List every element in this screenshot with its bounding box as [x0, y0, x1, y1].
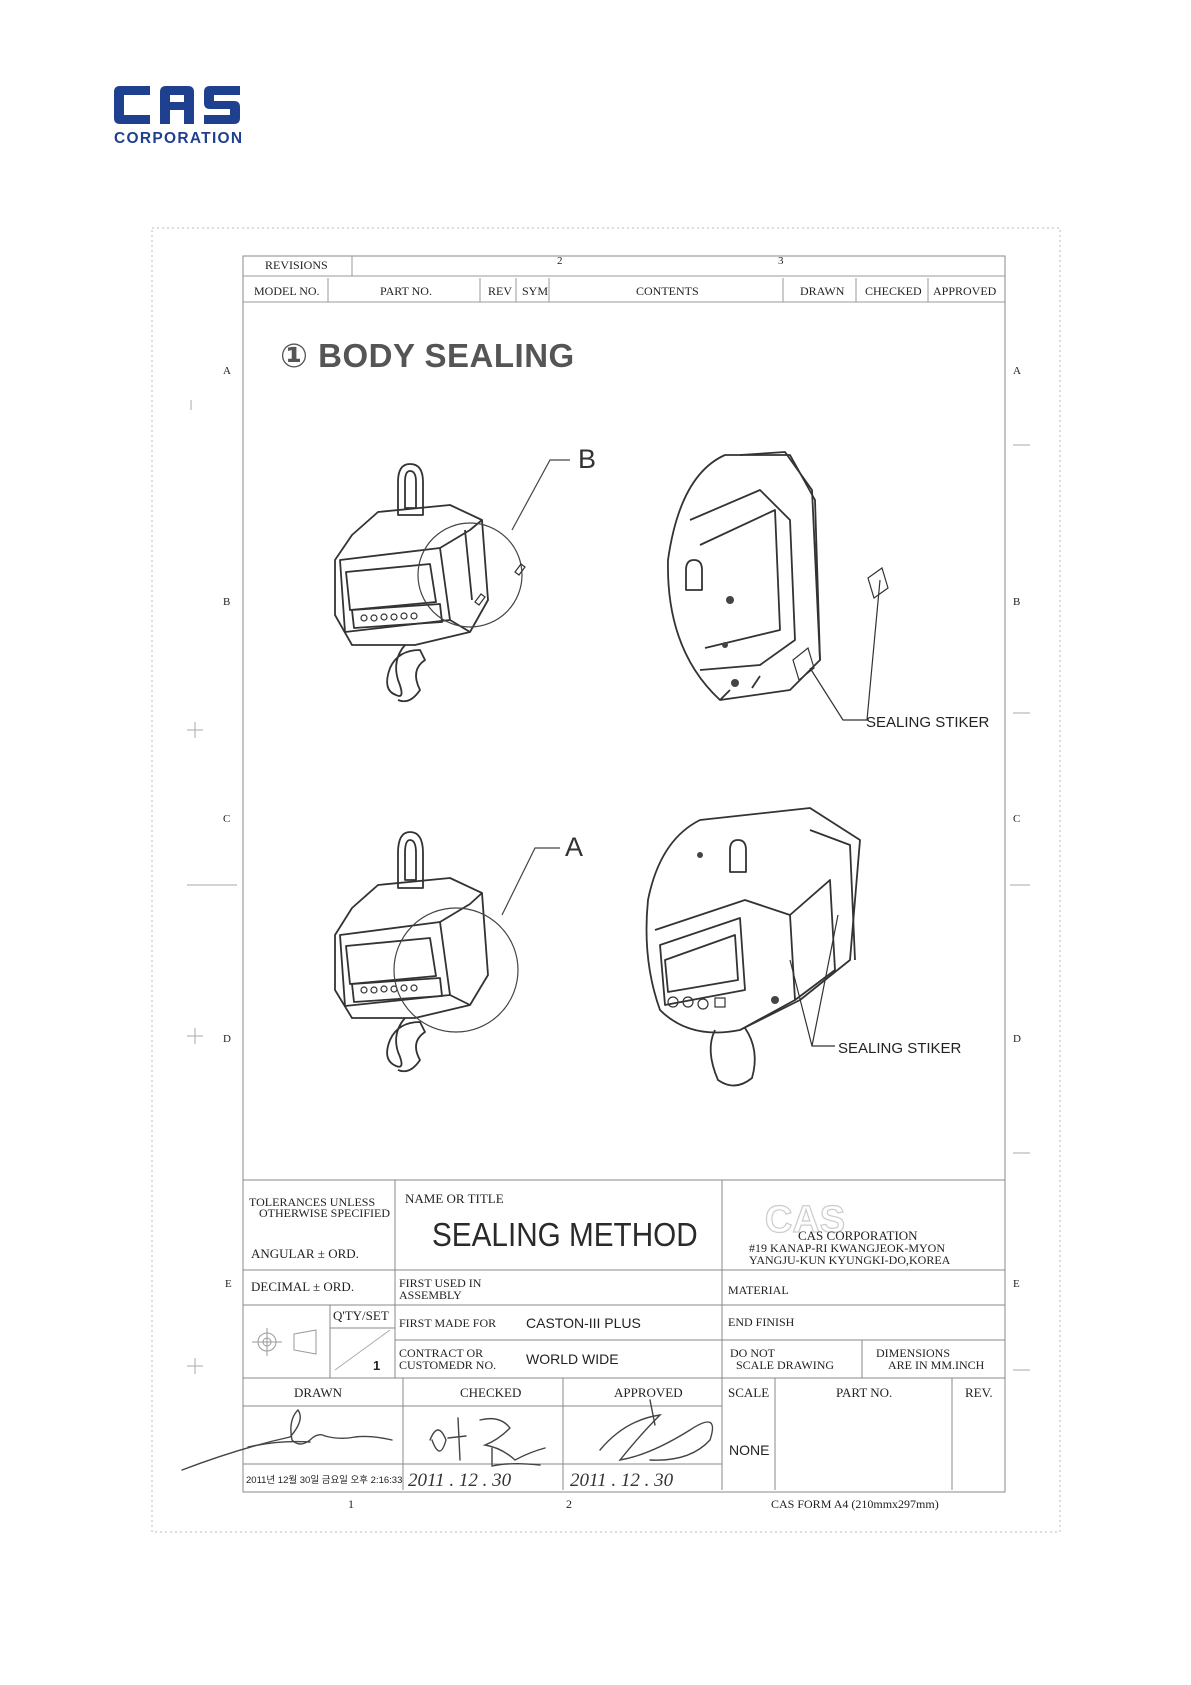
header-rev: REV — [488, 284, 512, 298]
scale-illustration-top — [334, 463, 489, 703]
dimensions-line-2: ARE IN MM.INCH — [888, 1358, 985, 1372]
detail-b-stickers — [792, 567, 889, 721]
detail-b-bolts — [722, 596, 739, 687]
first-used-line-1: FIRST USED IN — [399, 1276, 482, 1290]
zone-bottom-2: 2 — [566, 1497, 572, 1511]
display-buttons-top — [360, 612, 418, 622]
zone-left-b: B — [223, 596, 231, 608]
dimensions-line-1: DIMENSIONS — [876, 1346, 951, 1360]
zone-left-d: D — [223, 1033, 231, 1045]
header-drawn: DRAWN — [800, 284, 845, 298]
drawn-label: DRAWN — [294, 1385, 343, 1400]
scale-value: NONE — [729, 1442, 770, 1458]
rev-label: REV. — [965, 1385, 993, 1400]
form-note: CAS FORM A4 (210mmx297mm) — [771, 1497, 939, 1511]
tolerances-line-2: OTHERWISE SPECIFIED — [259, 1206, 391, 1220]
scale-illustration-bottom — [334, 831, 489, 1073]
detail-a-bolts — [697, 852, 779, 1004]
revisions-label: REVISIONS — [265, 258, 328, 272]
zone-ticks — [187, 400, 1030, 1374]
header-contents: CONTENTS — [636, 284, 699, 298]
contract-value: WORLD WIDE — [526, 1351, 619, 1367]
header-checked: CHECKED — [865, 284, 922, 298]
qty-slash — [334, 1329, 391, 1371]
cas-logo-mark — [114, 86, 240, 124]
display-buttons-bottom — [360, 984, 418, 994]
header-part-no: PART NO. — [380, 284, 432, 298]
detail-b-illustration — [667, 451, 821, 701]
zone-right-c: C — [1013, 813, 1021, 825]
projection-symbol — [252, 1328, 317, 1356]
company-name: CAS CORPORATION — [798, 1228, 918, 1243]
checked-label: CHECKED — [460, 1385, 522, 1400]
company-watermark: CAS — [765, 1199, 845, 1241]
end-finish-label: END FINISH — [728, 1315, 795, 1329]
inner-border — [242, 255, 1006, 1493]
qty-set-value: 1 — [373, 1358, 381, 1373]
revisions-table — [243, 256, 1005, 303]
approved-date: 2011 . 12 . 30 — [570, 1470, 674, 1491]
detail-circle-a — [393, 907, 519, 1033]
checked-date: 2011 . 12 . 30 — [408, 1470, 512, 1491]
tolerances-line-1: TOLERANCES UNLESS — [249, 1195, 376, 1209]
drawing-title: ① BODY SEALING — [280, 337, 575, 374]
detail-circle-b — [417, 522, 523, 628]
signature-checked — [429, 1417, 546, 1467]
contract-line-1: CONTRACT OR — [399, 1346, 484, 1360]
cas-logo-subtitle: CORPORATION — [114, 130, 244, 147]
zone-right-b: B — [1013, 596, 1021, 608]
zone-top-3: 3 — [778, 255, 784, 267]
sealing-sticker-label-bottom: SEALING STIKER — [838, 1040, 962, 1057]
zone-left-c: C — [223, 813, 231, 825]
company-address-2: YANGJU-KUN KYUNGKI-DO,KOREA — [749, 1253, 951, 1267]
sticker-marks-top — [474, 563, 526, 606]
first-used-line-2: ASSEMBLY — [399, 1288, 462, 1302]
zone-right-d: D — [1013, 1033, 1021, 1045]
do-not-line-2: SCALE DRAWING — [736, 1358, 835, 1372]
angular-tolerance: ANGULAR ± ORD. — [251, 1246, 359, 1261]
name-title-label: NAME OR TITLE — [405, 1191, 504, 1206]
signature-approved — [599, 1399, 714, 1461]
callout-leader-b — [511, 459, 570, 531]
sealing-sticker-label-top: SEALING STIKER — [866, 714, 990, 731]
material-label: MATERIAL — [728, 1283, 789, 1297]
header-approved: APPROVED — [933, 284, 997, 298]
decimal-tolerance: DECIMAL ± ORD. — [251, 1279, 355, 1294]
drawing-name-value: SEALING METHOD — [432, 1216, 698, 1253]
detail-a-buttons — [667, 996, 726, 1010]
detail-a-leader — [789, 914, 839, 1047]
header-sym: SYM — [522, 284, 549, 298]
callout-leader-a — [501, 847, 560, 916]
zone-bottom-1: 1 — [348, 1497, 354, 1511]
zone-right-a: A — [1013, 365, 1021, 377]
contract-line-2: CUSTOMEDR NO. — [399, 1358, 497, 1372]
detail-a-illustration — [645, 807, 861, 1087]
zone-right-e: E — [1013, 1278, 1020, 1290]
do-not-line-1: DO NOT — [730, 1346, 775, 1360]
header-model-no: MODEL NO. — [254, 284, 320, 298]
first-made-label: FIRST MADE FOR — [399, 1316, 497, 1330]
drawn-timestamp: 2011년 12월 30일 금요일 오후 2:16:33 — [246, 1475, 403, 1486]
first-made-value: CASTON-III PLUS — [526, 1315, 641, 1331]
outer-border — [151, 227, 1061, 1533]
company-address-1: #19 KANAP-RI KWANGJEOK-MYON — [749, 1241, 945, 1255]
cas-logo: CORPORATION — [114, 86, 244, 148]
callout-label-a: A — [565, 832, 584, 862]
scale-label: SCALE — [728, 1385, 770, 1400]
zone-top-2: 2 — [557, 255, 563, 267]
signature-drawn — [181, 1408, 393, 1471]
part-no-label: PART NO. — [836, 1385, 893, 1400]
callout-label-b: B — [578, 444, 597, 474]
zone-left-a: A — [223, 365, 231, 377]
qty-set-label: Q'TY/SET — [333, 1308, 389, 1323]
approved-label: APPROVED — [614, 1385, 683, 1400]
zone-left-e: E — [225, 1278, 232, 1290]
title-block-grid — [242, 1179, 1005, 1490]
